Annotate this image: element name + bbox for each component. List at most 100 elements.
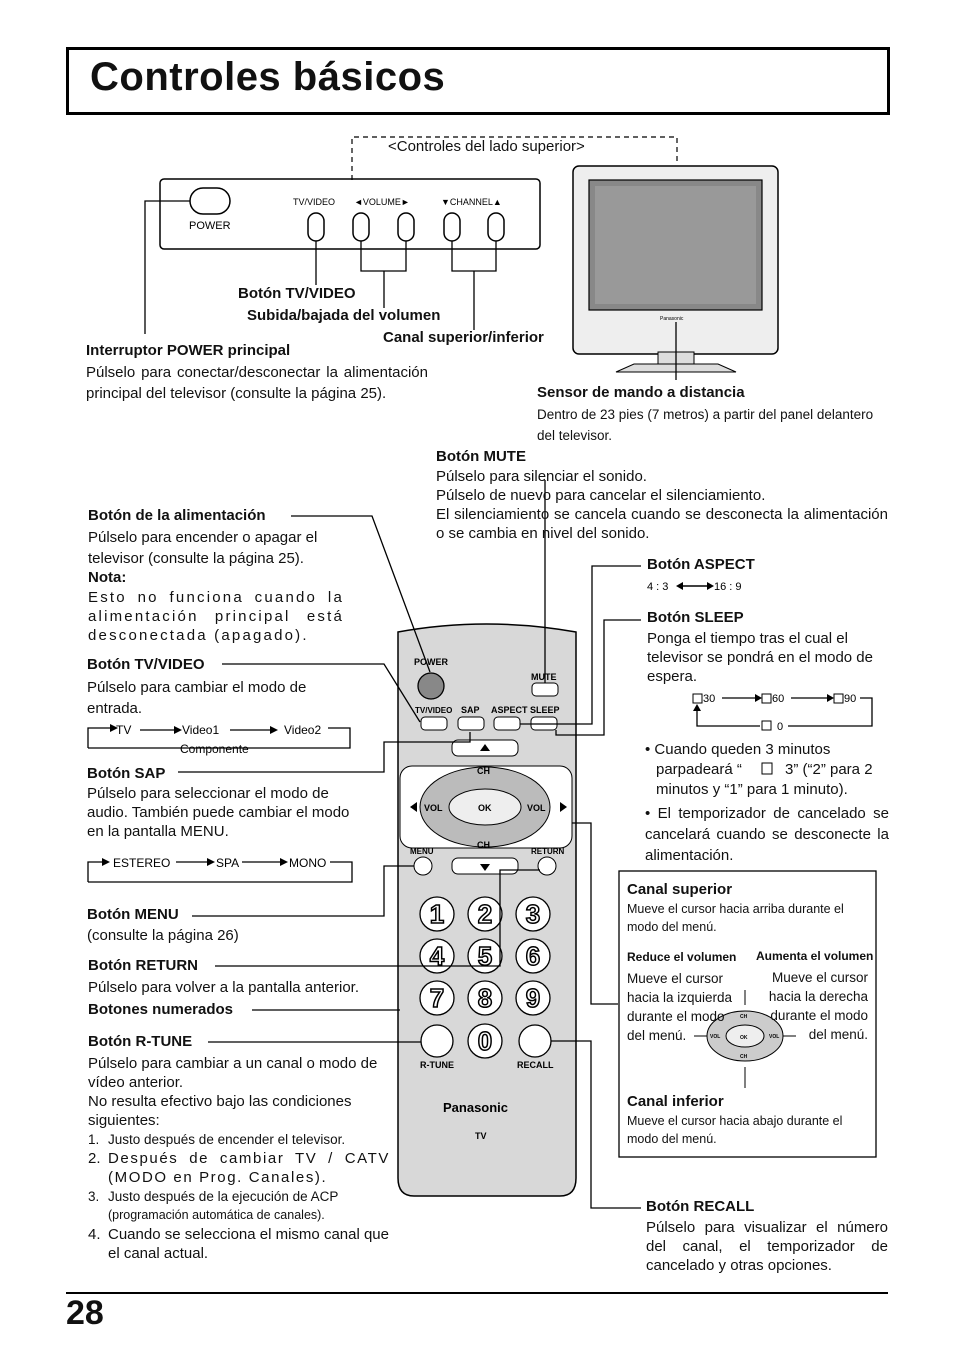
rtune-item-text: Cuando se selecciona el mismo canal que …: [108, 1226, 389, 1262]
menu-title: Botón MENU: [87, 906, 179, 923]
power-btn-text: Púlselo para encender o apagar el televi…: [88, 529, 318, 567]
callout-volume-updown: Subida/bajada del volumen: [247, 307, 441, 324]
sleep-0: 0: [777, 721, 783, 733]
remote-ch-down-label: CH: [477, 840, 490, 850]
rtune-item-3-cont: (programación automática de canales).: [108, 1208, 325, 1222]
box-right-title: Aumenta el volumen: [756, 949, 874, 963]
sleep-text: Ponga el tiempo tras el cual el televiso…: [647, 630, 873, 685]
digit-button-9: [515, 980, 551, 1016]
mini-vol-right: VOL: [769, 1034, 779, 1040]
sap-title: Botón SAP: [87, 765, 166, 782]
tvvideo-title: Botón TV/VIDEO: [87, 656, 205, 673]
sleep-bullet-1a: • Cuando queden 3 minutos: [645, 741, 831, 758]
sensor-text: Dentro de 23 pies (7 metros) a partir de…: [537, 407, 874, 443]
sleep-90: 90: [844, 693, 856, 705]
sleep-30: 30: [703, 693, 715, 705]
tv-brand: Panasonic: [660, 316, 684, 322]
rtune-item-3: 3.Justo después de la ejecución de ACP: [88, 1187, 390, 1206]
digit-label-2: 2: [478, 899, 492, 929]
mini-pad-icon: CH CH VOL VOL OK: [694, 990, 796, 1088]
remote-ch-up-label: CH: [477, 766, 490, 776]
box-left-text: Mueve el cursor hacia la izquierda duran…: [627, 971, 733, 1043]
note-label: Nota:: [88, 569, 127, 586]
digit-label-1: 1: [430, 899, 444, 929]
callout-channel-updown: Canal superior/inferior: [383, 329, 544, 346]
remote-sap-label: SAP: [461, 705, 480, 715]
remote-menu-label: MENU: [410, 847, 434, 856]
digit-label-0: 0: [478, 1026, 492, 1056]
rtune-item-num: 2.: [88, 1150, 101, 1167]
box-up-text: Mueve el cursor hacia arriba durante el …: [627, 902, 844, 934]
power-btn-title: Botón de la alimentación: [88, 507, 266, 524]
sleep-60: 60: [772, 693, 784, 705]
callout-tvvideo-top: Botón TV/VIDEO: [238, 285, 356, 302]
flow-video1: Video1: [182, 723, 219, 737]
audio-mono: MONO: [289, 856, 326, 870]
rtune-title: Botón R-TUNE: [88, 1033, 193, 1050]
rtune-item-2: 2. Después de cambiar TV / CATV (MODO en …: [88, 1149, 390, 1187]
digit-label-3: 3: [526, 899, 540, 929]
power-main-text: Púlselo para conectar/desconectar la ali…: [86, 364, 428, 402]
mute-text-2: Púlselo de nuevo para cancelar el silenc…: [436, 487, 766, 504]
mini-ok: OK: [740, 1035, 748, 1041]
mute-text-3: El silenciamiento se cancela cuando se d…: [436, 506, 888, 542]
rtune-item-num: 1.: [88, 1132, 100, 1147]
rtune-item-1: 1.Justo después de encender el televisor…: [88, 1130, 390, 1149]
rtune-conditions-list: 1.Justo después de encender el televisor…: [88, 1130, 390, 1263]
sap-text: Púlselo para seleccionar el modo de audi…: [87, 785, 350, 840]
remote-return-label: RETURN: [531, 847, 565, 856]
aspect-4-3: 4 : 3: [647, 581, 668, 593]
digit-label-6: 6: [526, 941, 540, 971]
rtune-item-4: 4.Cuando se selecciona el mismo canal qu…: [88, 1225, 390, 1263]
top-power-label: POWER: [189, 220, 231, 232]
rtune-text-1: Púlselo para cambiar a un canal o modo d…: [88, 1055, 378, 1091]
mini-ch-down: CH: [740, 1054, 748, 1060]
remote-recall-label: RECALL: [517, 1060, 554, 1070]
tv-illustration: Panasonic: [572, 165, 779, 380]
aspect-16-9: 16 : 9: [714, 581, 742, 593]
top-controls-caption: <Controles del lado superior>: [388, 138, 585, 155]
rtune-item-text: Después de cambiar TV / CATV (MODO en Pr…: [108, 1150, 390, 1186]
return-title: Botón RETURN: [88, 957, 198, 974]
page-title: Controles básicos: [90, 55, 446, 99]
remote-ok-label: OK: [478, 803, 492, 813]
remote-power-label: POWER: [414, 657, 449, 667]
mini-ch-up: CH: [740, 1014, 748, 1020]
digit-label-7: 7: [430, 983, 444, 1013]
remote-tv-label: TV: [475, 1131, 487, 1141]
menu-text: (consulte la página 26): [87, 927, 239, 944]
top-channel-label: ▼CHANNEL▲: [441, 197, 502, 207]
digit-button-0: [467, 1023, 503, 1059]
digit-button-5: [467, 938, 503, 974]
audio-flow-diagram: [87, 861, 353, 883]
top-tvvideo-label: TV/VIDEO: [293, 197, 335, 207]
digit-button-4: [419, 938, 455, 974]
flow-tv: TV: [116, 723, 131, 737]
title-frame: [66, 47, 890, 115]
digit-button-6: [515, 938, 551, 974]
box-right-text: Mueve el cursor hacia la derecha durante…: [768, 970, 868, 1042]
audio-estereo: ESTEREO: [113, 856, 170, 870]
rtune-text-2: No resulta efectivo bajo las condiciones…: [88, 1093, 352, 1129]
top-volume-label: ◄VOLUME►: [354, 197, 410, 207]
audio-spa: SPA: [216, 856, 239, 870]
numbers-title: Botones numerados: [88, 1001, 234, 1018]
box-down-text: Mueve el cursor hacia abajo durante el m…: [627, 1114, 843, 1146]
power-main-title: Interruptor POWER principal: [86, 342, 291, 359]
digit-button-3: [515, 896, 551, 932]
digit-button-8: [467, 980, 503, 1016]
recall-text: Púlselo para visualizar el número del ca…: [646, 1219, 888, 1274]
input-flow-diagram: [87, 727, 351, 749]
sleep-indicator-icon: [761, 762, 773, 775]
flow-componente: Componente: [180, 742, 249, 756]
sleep-bullet-1b: parpadeará “: [656, 761, 742, 778]
digit-button-7: [419, 980, 455, 1016]
page-number: 28: [66, 1294, 104, 1332]
digit-label-5: 5: [478, 941, 492, 971]
recall-title: Botón RECALL: [646, 1198, 755, 1215]
tvvideo-text: Púlselo para cambiar el modo de entrada.: [87, 679, 307, 717]
footer-rule: [66, 1292, 888, 1294]
sleep-cycle-diagram: [692, 693, 873, 731]
rtune-item-num: 3.: [88, 1189, 100, 1204]
